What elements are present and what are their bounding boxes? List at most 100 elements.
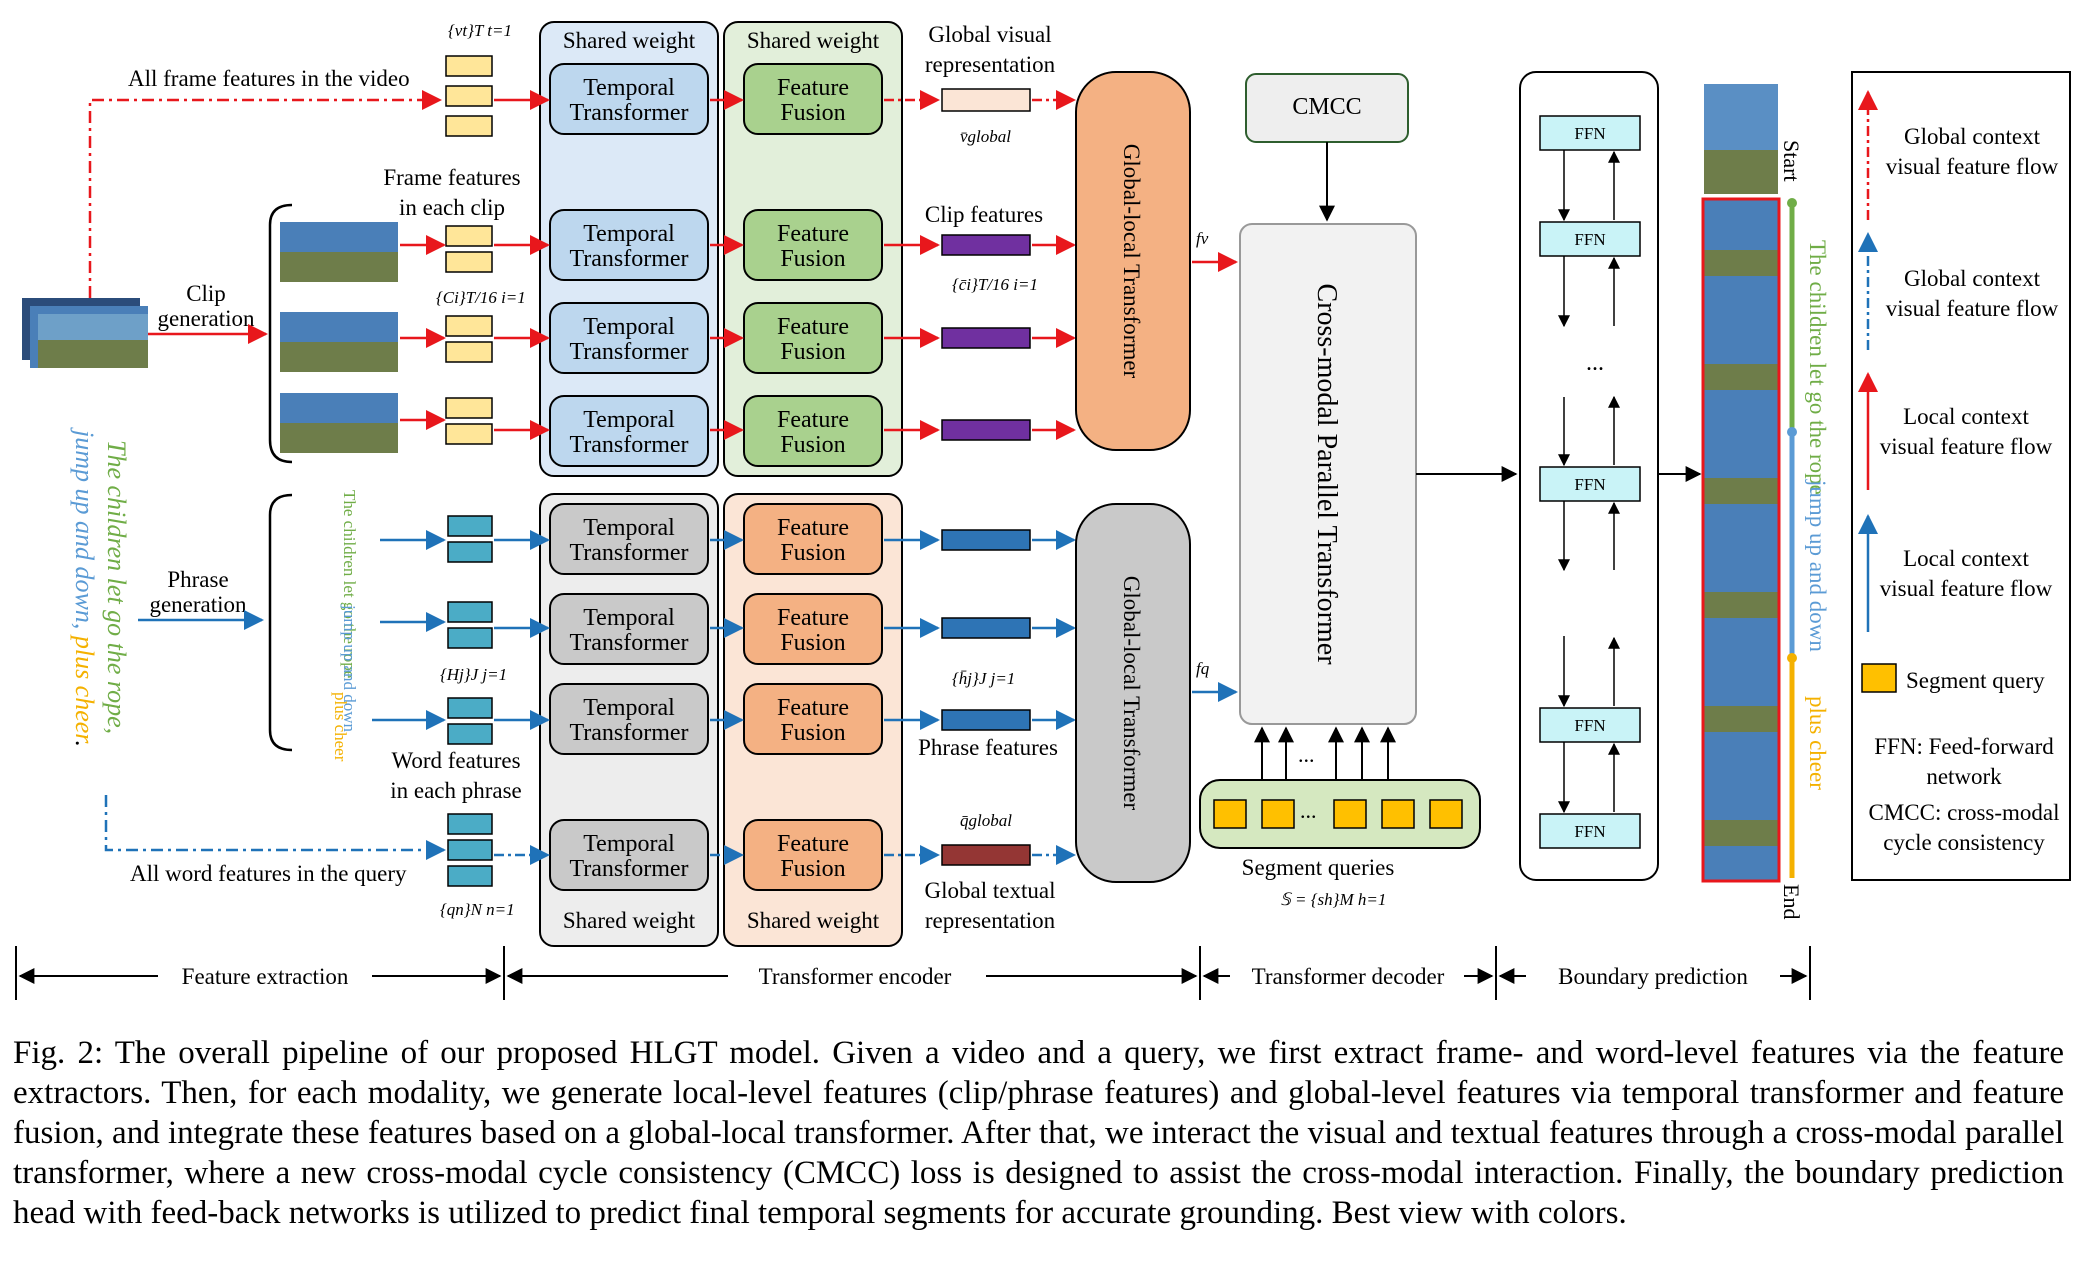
clip-feature [941,234,1031,256]
svg-text:Fusion: Fusion [780,720,845,746]
shared-weight-label: Shared weight [747,28,880,53]
svg-text:plus cheer: plus cheer [331,692,350,762]
hj-bar-label: {h̄j}J j=1 [952,669,1015,688]
clip-thumbnail [280,312,398,372]
all-word-feature-stack [447,813,493,887]
svg-text:Temporal: Temporal [583,407,675,433]
svg-text:Transformer: Transformer [569,720,688,746]
svg-text:jump up and down: jump up and down [1805,479,1830,652]
svg-text:Transformer: Transformer [569,432,688,458]
stage-transformer-decoder: Transformer decoder [1252,964,1445,989]
svg-text:FFN: FFN [1574,716,1605,735]
legend-segment-query: Segment query [1906,668,2045,693]
word-feature-stack [447,515,493,563]
phrase-3: plus cheer [331,692,350,762]
legend-local-blue: Local context [1903,546,2029,571]
word-features-label: Word features [391,748,520,773]
ffn-block: FFN [1539,115,1641,151]
cross-modal-parallel-transformer: Cross-modal Parallel Transformer [1239,223,1417,725]
global-visual-representation [941,88,1031,112]
hj-label: {Hj}J j=1 [440,665,507,684]
svg-text:Feature: Feature [777,515,849,541]
stage-bar [15,946,1811,1000]
ffn-block: FFN [1539,221,1641,257]
word-feature-stack [447,601,493,649]
timeline-end: End [1779,884,1804,919]
frame-features-label: Frame features [383,165,520,190]
stage-feature-extraction: Feature extraction [182,964,349,989]
v-global-label: v̄global [960,127,1011,146]
global-textual-label: Global textual [925,878,1056,903]
legend-local-red-2: visual feature flow [1880,434,2053,459]
legend-global-blue-2: visual feature flow [1886,296,2059,321]
svg-text:Transformer: Transformer [569,339,688,365]
query-dots: ... [1298,742,1315,767]
result-phrase-3: plus cheer [1805,696,1830,790]
svg-text:Transformer: Transformer [569,100,688,126]
global-local-transformer-visual: Global-local Transformer [1075,71,1191,451]
legend-cmcc: CMCC: cross-modal [1868,800,2059,825]
global-local-transformer-text: Global-local Transformer [1075,503,1191,883]
phrase-2: jump up and down [340,604,359,733]
legend-local-blue-2: visual feature flow [1880,576,2053,601]
timeline-start: Start [1779,140,1804,182]
ffn-dots: ... [1586,350,1604,376]
ci-label: {Ci}T/16 i=1 [436,288,526,307]
frame-feature-stack [445,55,493,137]
legend-global-blue: Global context [1904,266,2041,291]
stage-boundary-prediction: Boundary prediction [1558,964,1748,989]
shared-weight-label: Shared weight [563,28,696,53]
result-phrase-1: The children let go the rope [1805,240,1830,495]
vt-label: {vt}T t=1 [448,21,512,40]
clip-feature-stack [445,225,493,273]
svg-text:Feature: Feature [777,75,849,101]
clip-generation-label: Clip [186,281,226,306]
svg-text:Fusion: Fusion [780,630,845,656]
clip-features-label: Clip features [925,202,1043,227]
svg-text:FFN: FFN [1574,124,1605,143]
clip-feature-stack [445,315,493,363]
svg-text:Temporal: Temporal [583,515,675,541]
global-textual-representation [941,844,1031,866]
svg-text:Fusion: Fusion [780,540,845,566]
fv-label: fv [1196,229,1209,248]
svg-text:Fusion: Fusion [780,339,845,365]
shared-weight-label: Shared weight [563,908,696,933]
in-each-clip-label: in each clip [399,195,505,220]
global-visual-label-2: representation [925,52,1056,77]
query-text: The children let go the rope, [102,440,131,734]
svg-text:jump up and down: jump up and down [340,604,359,733]
svg-text:Transformer: Transformer [569,540,688,566]
svg-text:Feature: Feature [777,314,849,340]
svg-text:Temporal: Temporal [583,605,675,631]
ffn-block: FFN [1539,466,1641,502]
svg-text:Feature: Feature [777,407,849,433]
svg-text:Temporal: Temporal [583,314,675,340]
phrase-generation-label: Phrase [167,567,228,592]
figure-caption: Fig. 2: The overall pipeline of our prop… [13,1035,2064,1231]
svg-text:Transformer: Transformer [569,630,688,656]
svg-text:Global-local Transformer: Global-local Transformer [1119,576,1144,811]
clip-feature [941,327,1031,349]
query-text-2: jump up and down, plus cheer. [70,427,99,747]
global-visual-label: Global visual [928,22,1051,47]
svg-text:...: ... [1300,798,1317,823]
word-feature-stack [447,697,493,745]
all-word-features-label: All word features in the query [130,861,407,886]
svg-text:Temporal: Temporal [583,695,675,721]
svg-text:Global-local Transformer: Global-local Transformer [1119,144,1144,379]
svg-text:FFN: FFN [1574,822,1605,841]
ffn-block: FFN [1539,813,1641,849]
legend-segment-query-swatch [1861,663,1897,693]
